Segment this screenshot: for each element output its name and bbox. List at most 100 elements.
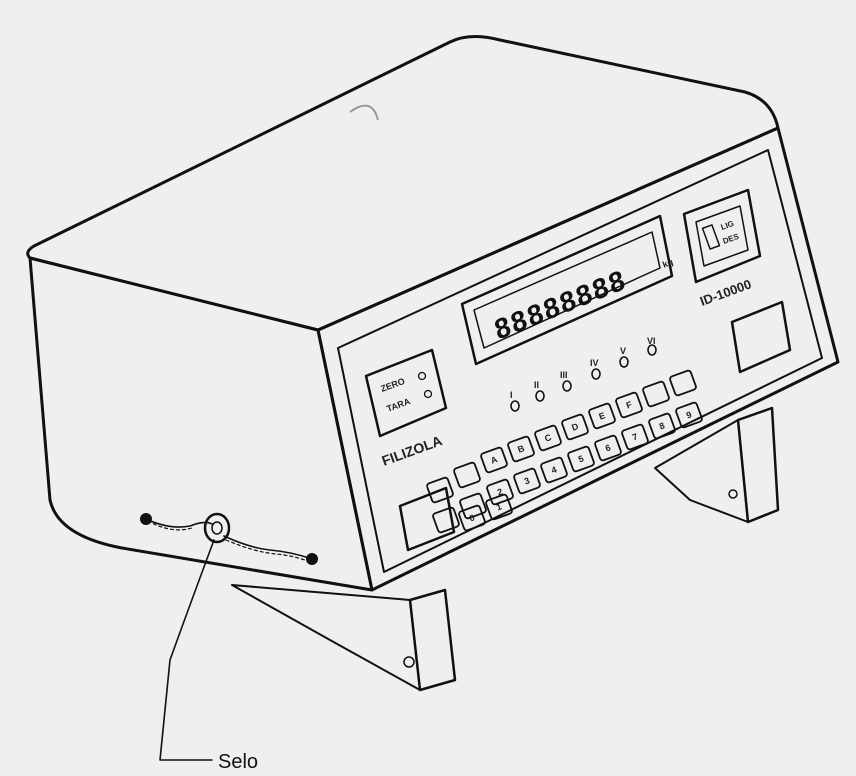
key-6[interactable]: 6 bbox=[594, 434, 622, 462]
key-0[interactable]: 0 bbox=[458, 504, 486, 532]
back-leg-hole bbox=[728, 489, 738, 499]
indicator-lamp-2 bbox=[535, 390, 545, 402]
stand-legs bbox=[231, 406, 780, 692]
key-7-label: 7 bbox=[631, 431, 639, 442]
keypad: A B C D E F 2 3 4 5 6 789 0 1 bbox=[426, 369, 703, 534]
key-3-cap bbox=[513, 467, 541, 495]
function-key-3-cap bbox=[432, 506, 460, 534]
zero-led bbox=[417, 371, 427, 381]
function-key-4[interactable] bbox=[459, 492, 487, 520]
key-1[interactable]: 1 bbox=[485, 493, 513, 521]
key-9-label: 9 bbox=[685, 409, 693, 420]
key-4[interactable]: 4 bbox=[540, 456, 568, 484]
key-extra-top-2[interactable] bbox=[669, 369, 697, 397]
key-e-label: E bbox=[597, 410, 606, 421]
indicator-lamps: I II III IV V VI bbox=[510, 336, 657, 412]
front-bezel bbox=[337, 149, 823, 573]
power-switch-frame bbox=[682, 188, 762, 284]
seal-icon bbox=[203, 512, 231, 544]
key-b-label: B bbox=[516, 443, 526, 455]
key-extra-top-1-cap bbox=[642, 380, 670, 408]
key-4-label: 4 bbox=[550, 464, 558, 475]
indicator-lamp-6 bbox=[647, 344, 657, 356]
front-leg-hole bbox=[403, 656, 415, 668]
function-key-2-cap bbox=[453, 461, 481, 489]
key-2[interactable]: 2 bbox=[486, 478, 514, 506]
blank-key-left[interactable] bbox=[398, 486, 456, 552]
key-c-label: C bbox=[543, 432, 553, 444]
key-e-cap bbox=[588, 402, 616, 430]
indicator-label-3: III bbox=[560, 370, 568, 380]
indicator-label-5: V bbox=[620, 346, 626, 356]
key-f-label: F bbox=[625, 399, 634, 410]
key-extra-top-1[interactable] bbox=[642, 380, 670, 408]
display-glass bbox=[473, 231, 661, 349]
function-key-3[interactable] bbox=[432, 506, 460, 534]
display-unit: kg bbox=[661, 257, 674, 270]
power-switch-inner bbox=[695, 205, 749, 267]
indicator-label-1: I bbox=[510, 390, 513, 400]
housing-front bbox=[316, 126, 840, 592]
indicator-label-6: VI bbox=[647, 336, 656, 346]
back-leg-side-face bbox=[654, 419, 749, 523]
key-7-cap bbox=[621, 423, 649, 451]
function-key-4-cap bbox=[459, 492, 487, 520]
key-d[interactable]: D bbox=[561, 413, 589, 441]
function-key-2[interactable] bbox=[453, 461, 481, 489]
key-b-cap bbox=[507, 435, 535, 463]
key-f-cap bbox=[615, 391, 643, 419]
seal-wire-right bbox=[223, 535, 313, 560]
indicator-lamp-5 bbox=[619, 356, 629, 368]
key-7[interactable]: 7 bbox=[621, 423, 649, 451]
seal-screw-right bbox=[306, 553, 318, 565]
key-6-label: 6 bbox=[604, 442, 612, 453]
seal-leader-line bbox=[159, 539, 215, 761]
housing-top bbox=[26, 35, 780, 332]
key-a-label: A bbox=[489, 454, 499, 466]
seal-screw-left bbox=[140, 513, 152, 525]
display-frame bbox=[460, 214, 674, 366]
key-d-label: D bbox=[570, 421, 580, 433]
key-f[interactable]: F bbox=[615, 391, 643, 419]
key-b[interactable]: B bbox=[507, 435, 535, 463]
key-5-label: 5 bbox=[577, 453, 585, 464]
indicator-lamp-1 bbox=[510, 400, 520, 412]
tare-led bbox=[423, 389, 433, 399]
blank-key-right[interactable] bbox=[730, 300, 792, 374]
key-2-cap bbox=[486, 478, 514, 506]
key-3-label: 3 bbox=[523, 475, 531, 486]
key-0-label: 0 bbox=[468, 512, 476, 523]
key-8[interactable]: 8 bbox=[648, 412, 676, 440]
power-toggle[interactable] bbox=[701, 224, 721, 250]
indicator-label-2: II bbox=[534, 380, 539, 390]
seal-label: Selo bbox=[218, 751, 258, 773]
key-9[interactable]: 9 bbox=[675, 401, 703, 429]
key-4-cap bbox=[540, 456, 568, 484]
key-1-label: 1 bbox=[495, 501, 503, 512]
key-2-label: 2 bbox=[496, 486, 504, 497]
key-e[interactable]: E bbox=[588, 402, 616, 430]
seal-assembly bbox=[140, 512, 318, 761]
front-leg-side-face bbox=[231, 584, 421, 691]
key-a-cap bbox=[480, 446, 508, 474]
key-d-cap bbox=[561, 413, 589, 441]
key-1-cap bbox=[485, 493, 513, 521]
key-6-cap bbox=[594, 434, 622, 462]
indicator-lamp-3 bbox=[562, 380, 572, 392]
key-8-cap bbox=[648, 412, 676, 440]
key-c-cap bbox=[534, 424, 562, 452]
smudge-mark bbox=[349, 104, 379, 121]
key-3[interactable]: 3 bbox=[513, 467, 541, 495]
key-9-cap bbox=[675, 401, 703, 429]
key-5-cap bbox=[567, 445, 595, 473]
zero-tare-frame bbox=[364, 348, 448, 438]
key-0-cap bbox=[458, 504, 486, 532]
key-a[interactable]: A bbox=[480, 446, 508, 474]
indicator-label-4: IV bbox=[590, 358, 599, 368]
key-c[interactable]: C bbox=[534, 424, 562, 452]
power-on-label: LIG bbox=[720, 219, 736, 232]
key-5[interactable]: 5 bbox=[567, 445, 595, 473]
indicator-lamp-4 bbox=[591, 368, 601, 380]
